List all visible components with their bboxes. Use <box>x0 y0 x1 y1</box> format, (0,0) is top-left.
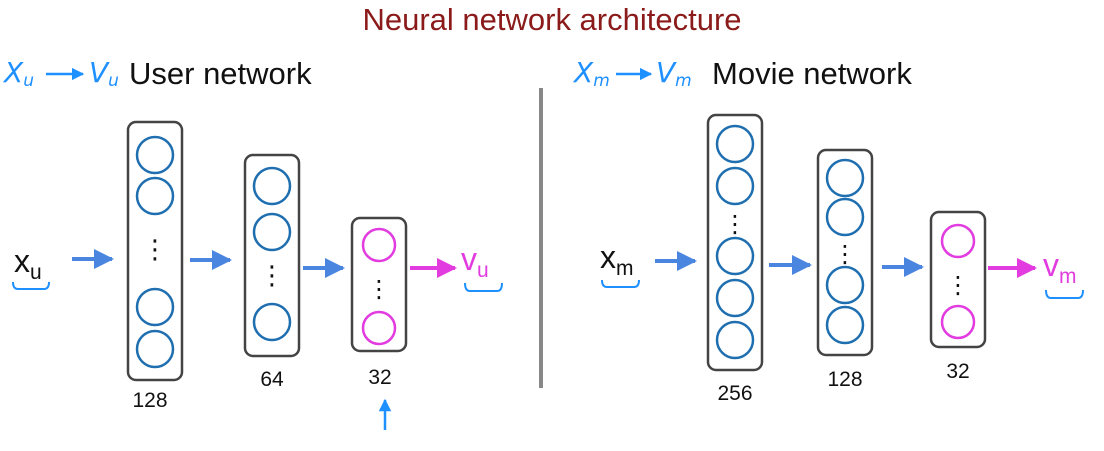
movie-layer-128-size: 128 <box>827 368 862 391</box>
movie-output-sub: m <box>1059 265 1077 288</box>
user-layer-128-neuron <box>135 135 175 175</box>
movie-layer-256-neuron <box>715 124 755 164</box>
user-input-label: xu <box>14 243 42 284</box>
movie-input-sub: m <box>616 257 634 280</box>
user-output-label: vu <box>461 241 489 282</box>
svg-text:Xm: Xm <box>572 56 610 91</box>
user-layer-64-neuron <box>252 166 292 206</box>
movie-output-label: vm <box>1043 247 1077 288</box>
movie-input-label: xm <box>600 239 634 280</box>
user-input-bracket <box>12 281 50 290</box>
user-output-sub: u <box>477 259 489 282</box>
movie-layer-128-neuron <box>825 305 865 345</box>
user-input-main: x <box>14 243 30 279</box>
user-layer-32-box <box>350 216 408 353</box>
user-layer-64-box <box>243 153 301 358</box>
user-layer-32-size: 32 <box>368 366 391 389</box>
svg-text:Xu: Xu <box>2 56 34 91</box>
movie-input-bracket <box>601 279 640 288</box>
movie-input-main: x <box>600 239 616 275</box>
user-layer-64-neuron <box>252 302 292 342</box>
user-mapping-to: V <box>89 56 110 89</box>
movie-mapping-from: X <box>572 56 594 89</box>
user-layer-64-ellipsis: ⋮ <box>259 261 285 291</box>
movie-layer-256-box <box>706 113 764 372</box>
user-layer-128-size: 128 <box>132 389 167 412</box>
movie-mapping-to: V <box>656 56 677 89</box>
movie-layer-256-neuron <box>715 236 755 276</box>
movie-output-bracket <box>1045 289 1084 299</box>
user-mapping-annotation: Xu Vu <box>2 56 119 91</box>
movie-layer-32-neuron <box>940 304 976 340</box>
user-network-heading: User network <box>129 56 312 91</box>
user-layer-64-neuron <box>252 212 292 252</box>
movie-network: Xm Vm Movie network xm ⋮ 256 ⋮ 128 <box>572 56 1084 405</box>
user-layer-128-neuron <box>135 287 175 327</box>
movie-mapping-to-sub: m <box>675 71 692 91</box>
movie-layer-256-size: 256 <box>717 382 752 405</box>
movie-network-heading: Movie network <box>712 56 912 91</box>
movie-layer-128-neuron <box>825 197 865 237</box>
user-layer-128-neuron <box>135 329 175 369</box>
movie-mapping-annotation: Xm Vm <box>572 56 692 91</box>
user-layer-128-ellipsis: ⋮ <box>142 235 168 265</box>
user-layer-128-box <box>126 120 184 382</box>
user-mapping-from-sub: u <box>23 71 34 91</box>
movie-output-main: v <box>1043 247 1059 283</box>
user-layer-64-size: 64 <box>260 368 284 391</box>
diagram-title: Neural network architecture <box>362 2 741 37</box>
movie-layer-256-neuron <box>715 320 755 360</box>
movie-layer-32-ellipsis: ⋮ <box>946 271 970 299</box>
user-network: Xu Vu User network xu ⋮ 128 ⋮ 64 <box>2 56 503 430</box>
user-output-bracket <box>464 282 503 292</box>
svg-text:Vu: Vu <box>89 56 119 91</box>
movie-layer-32-size: 32 <box>946 360 969 383</box>
user-mapping-from: X <box>2 56 24 89</box>
user-output-main: v <box>461 241 477 277</box>
movie-layer-256-neuron <box>715 166 755 206</box>
movie-layer-32-neuron <box>940 223 976 259</box>
user-layer-32-neuron <box>361 227 397 263</box>
movie-layer-128-ellipsis: ⋮ <box>833 240 857 268</box>
user-layer-128-neuron <box>135 176 175 216</box>
movie-layer-128-neuron <box>825 265 865 305</box>
movie-layer-128-box <box>816 148 874 357</box>
user-layer-32-ellipsis: ⋮ <box>367 275 391 303</box>
svg-text:Vm: Vm <box>656 56 692 91</box>
movie-layer-256-ellipsis: ⋮ <box>723 210 747 238</box>
movie-mapping-from-sub: m <box>593 71 610 91</box>
user-mapping-to-sub: u <box>108 71 119 91</box>
movie-layer-256-neuron <box>715 278 755 318</box>
user-layer-32-neuron <box>361 310 397 346</box>
user-input-sub: u <box>30 261 42 284</box>
movie-layer-128-neuron <box>825 158 865 198</box>
movie-layer-32-box <box>929 210 987 349</box>
